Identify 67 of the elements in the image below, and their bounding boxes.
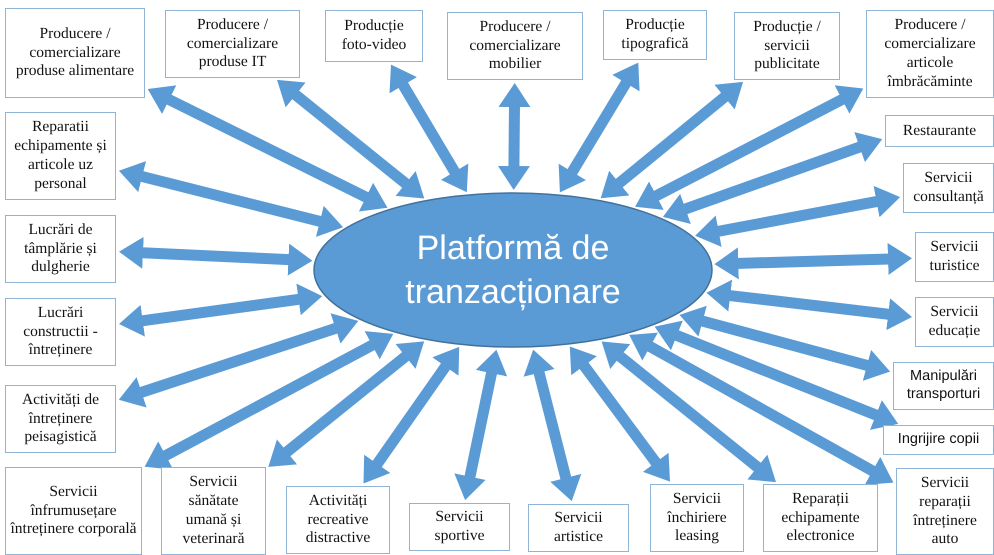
category-label: Reparații echipamente electronice [780,490,861,546]
category-box [409,503,510,551]
double-arrow [632,84,866,212]
category-label: Producere / comercializare articole îmbrăcăminte [883,16,977,92]
category-box [903,163,994,213]
double-arrow [118,236,313,276]
double-arrow [706,280,913,330]
category-label: Servicii reparații întreținere auto [912,474,978,550]
category-box [5,112,116,200]
category-box [5,298,116,366]
double-arrow [694,186,902,247]
double-arrow [524,348,582,502]
category-box [866,10,994,98]
category-label: Producere / comercializare produse IT [186,16,280,72]
category-label: Servicii închiriere leasing [666,490,728,546]
category-label: Reparatii echipamente și articole uz personal [13,118,108,194]
category-box [5,385,116,453]
platform-ellipse [313,192,713,348]
category-label: Servicii educație [928,303,982,341]
category-box [325,10,423,62]
category-label: Ingrijire copii [898,431,980,449]
category-label: Producție tipografică [620,16,690,54]
category-label: Servicii artistice [552,509,604,547]
category-label: Producere / comercializare produse alimentare [14,24,136,82]
category-box [528,504,629,552]
double-arrow [678,306,892,381]
category-label: Servicii sănătate umană și veterinară [182,473,246,549]
category-box [5,8,145,98]
category-box [893,362,994,410]
double-arrow [454,348,508,502]
category-box [5,215,116,283]
category-label: Producție foto-video [340,17,408,55]
double-arrow [145,84,390,213]
double-arrow [498,82,530,190]
category-label: Servicii înfrumusețare întreținere corporală [10,482,137,540]
category-box [603,10,707,60]
double-arrow [652,320,900,430]
double-arrow [118,284,324,337]
platform-title: Platformă de tranzacționare [404,228,622,313]
category-box [896,468,994,555]
category-label: Producere / comercializare mobilier [468,18,562,74]
category-label: Activități recreative distractive [304,492,372,548]
category-label: Restaurante [902,122,976,140]
double-arrow [117,313,360,408]
category-box [165,10,300,78]
double-arrow [661,132,884,224]
category-label: Servicii consultanță [912,169,985,207]
category-label: Servicii sportive [434,508,486,546]
category-box [915,232,994,282]
category-box [5,467,142,555]
category-box [885,115,994,147]
category-label: Producție / servicii publicitate [752,18,822,74]
category-box [883,425,994,455]
category-label: Lucrări de tâmplărie și dulgherie [23,220,98,278]
category-box [763,484,878,552]
category-box [650,484,744,552]
category-label: Activități de întreținere peisagistică [20,390,100,448]
category-label: Lucrări constructii - întreținere [22,304,99,360]
category-box [915,297,994,347]
category-box [161,467,266,555]
double-arrow [714,243,912,280]
category-box [447,12,583,80]
double-arrow [118,161,344,237]
category-box [286,486,390,554]
category-box [734,12,840,80]
category-label: Servicii turistice [928,238,980,276]
category-label: Manipulări transporturi [906,368,982,404]
